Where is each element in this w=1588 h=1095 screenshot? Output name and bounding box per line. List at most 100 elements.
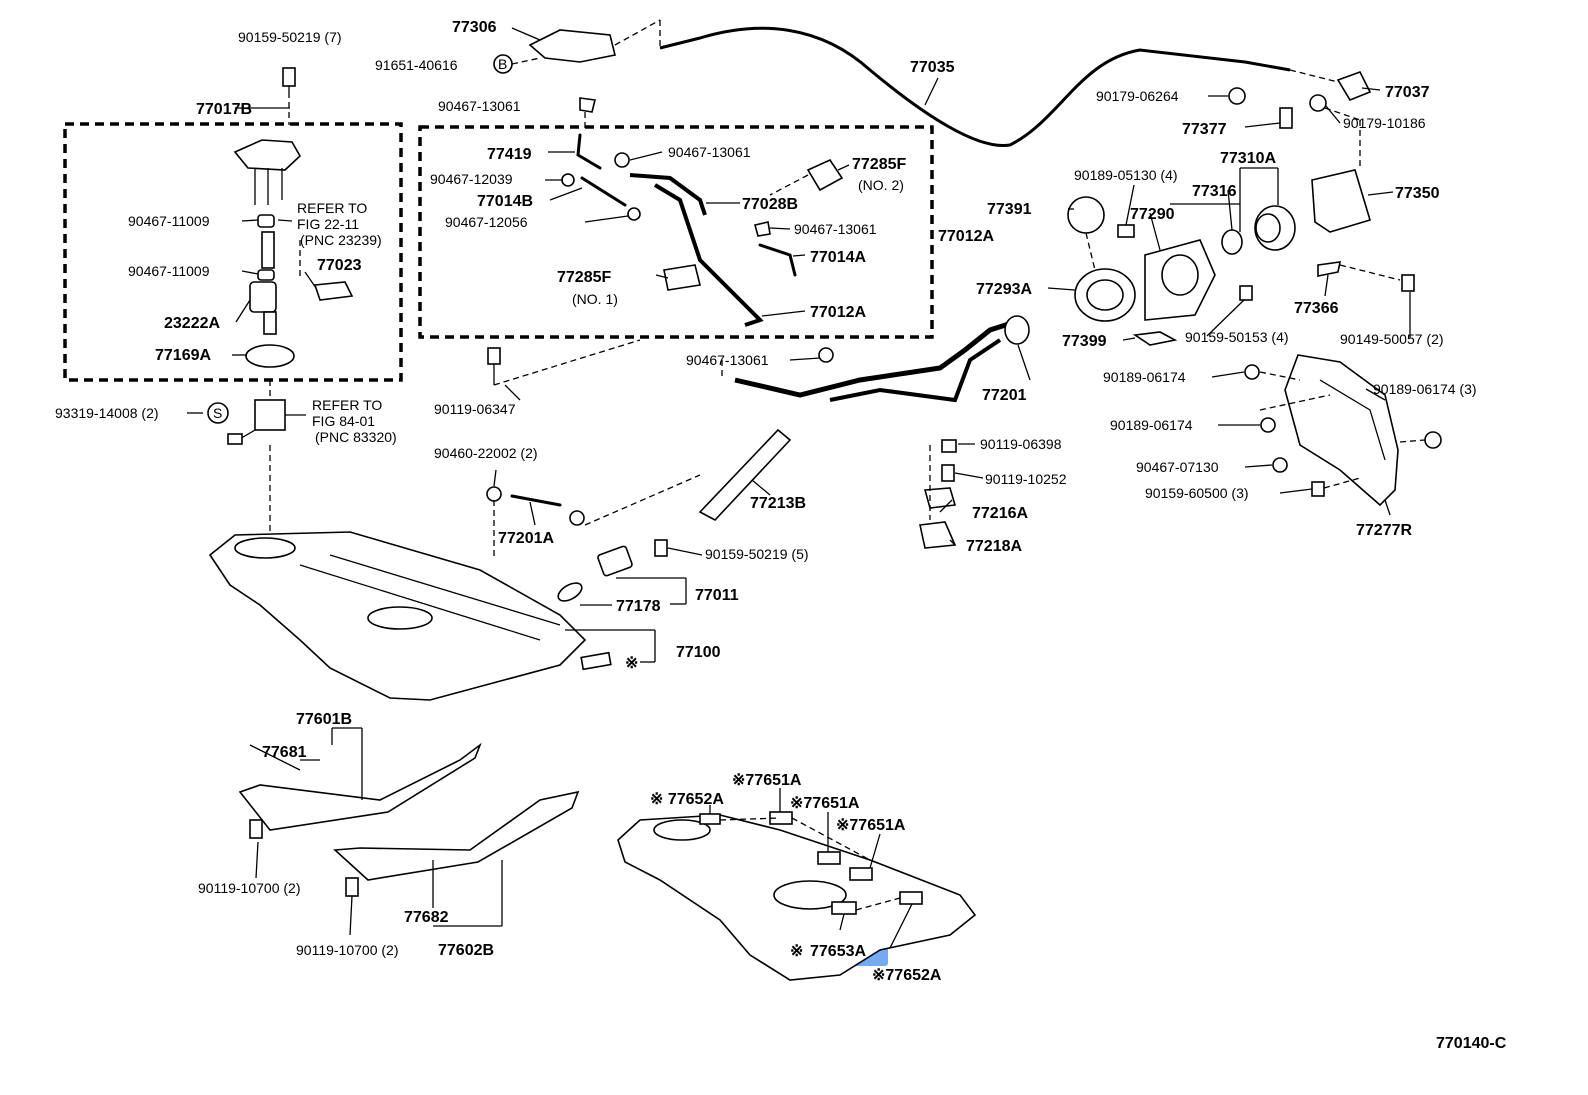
label-77285F-no2: 77285F xyxy=(852,156,906,173)
nut-90179-10186[interactable] xyxy=(1309,94,1327,112)
clip-90467-13061-top[interactable] xyxy=(579,97,596,113)
label-77316: 77316 xyxy=(1192,183,1237,200)
clip-90467-12056[interactable] xyxy=(627,207,641,221)
bracket-77218A[interactable] xyxy=(919,521,957,549)
bracket-77285F-no2[interactable] xyxy=(806,158,844,192)
protector-pad-77100[interactable] xyxy=(580,651,612,671)
label-77100-mark: ※ xyxy=(625,655,638,672)
label-90159-60500: 90159-60500 (3) xyxy=(1145,485,1249,501)
bolt-90119-06347[interactable] xyxy=(487,347,501,385)
label-77653A-mark: ※ xyxy=(790,943,803,960)
tank-band-77602B[interactable] xyxy=(333,790,580,881)
label-90467-13061-b: 90467-13061 xyxy=(668,144,751,160)
bolt-90119-10700-a[interactable] xyxy=(249,819,263,839)
opener-lock-77037[interactable] xyxy=(1336,71,1372,101)
label-90119-10700-a: 90119-10700 (2) xyxy=(198,880,300,896)
hinge-77366[interactable] xyxy=(1317,261,1342,277)
leader-lines xyxy=(187,27,1411,949)
bolt-90119-10252[interactable] xyxy=(941,464,955,482)
label-77028B: 77028B xyxy=(742,196,798,213)
label-77653A[interactable]: 77653A xyxy=(810,943,866,960)
label-90189-06174-3: 90189-06174 (3) xyxy=(1373,381,1477,397)
label-77391: 77391 xyxy=(987,201,1032,218)
hose-77014A[interactable] xyxy=(758,243,797,277)
label-90179-06264: 90179-06264 xyxy=(1096,88,1179,104)
label-23222A: 23222A xyxy=(164,315,220,332)
bolt-90119-10700-b[interactable] xyxy=(345,877,359,897)
gasket-77391[interactable] xyxy=(1067,196,1105,234)
grommet-90179-06264[interactable] xyxy=(1228,87,1246,105)
pad-77651A-c[interactable] xyxy=(849,867,873,881)
label-no2: (NO. 2) xyxy=(858,177,904,193)
clip-90467-07130[interactable] xyxy=(1272,457,1288,473)
hose-77201A[interactable] xyxy=(510,494,562,507)
label-77037: 77037 xyxy=(1385,84,1430,101)
label-90189-06174-a: 90189-06174 xyxy=(1103,369,1186,385)
clip-90467-13061-right[interactable] xyxy=(754,221,771,237)
clip-77399[interactable] xyxy=(1132,331,1178,346)
label-91651-40616: 91651-40616 xyxy=(375,57,458,73)
bracket-77216A[interactable] xyxy=(923,487,957,509)
clip-90467-13061-mid[interactable] xyxy=(614,152,630,168)
bolt-90159-50219-5[interactable] xyxy=(654,539,668,557)
clip-90189-06174-3[interactable] xyxy=(1424,431,1442,449)
bracket-77285F-no1[interactable] xyxy=(663,264,701,291)
label-90119-10252: 90119-10252 xyxy=(985,471,1067,487)
label-77023: 77023 xyxy=(317,257,362,274)
label-77012A-b: 77012A xyxy=(810,304,866,321)
fuel-lid-77350[interactable] xyxy=(1311,169,1371,233)
label-90159-50219-5: 90159-50219 (5) xyxy=(705,546,809,562)
screw-90189-05130[interactable] xyxy=(1117,224,1135,238)
label-90467-13061-a: 90467-13061 xyxy=(438,98,521,114)
fuel-cap-77310A[interactable] xyxy=(1254,205,1296,251)
fuel-pump-assembly[interactable] xyxy=(233,139,302,368)
filler-opening-77293A[interactable] xyxy=(1074,268,1136,322)
pad-77651A-b[interactable] xyxy=(817,851,841,865)
liner-77277R[interactable] xyxy=(1284,354,1399,507)
screw-90159-60500[interactable] xyxy=(1311,481,1325,497)
hose-77419[interactable] xyxy=(576,133,602,170)
screw-90149-50057[interactable] xyxy=(1401,274,1415,292)
filler-hose-77213B[interactable] xyxy=(698,428,792,521)
label-s-circle: S xyxy=(213,405,222,421)
cap-gasket-77316[interactable] xyxy=(1221,229,1243,255)
hose-77014B[interactable] xyxy=(580,176,627,207)
fuel-sender-gauge[interactable] xyxy=(227,399,286,445)
label-refer-to-2: REFER TO xyxy=(312,397,382,413)
label-93319-14008: 93319-14008 (2) xyxy=(55,405,159,421)
label-77017B: 77017B xyxy=(196,101,252,118)
bolt-90119-06398[interactable] xyxy=(941,439,957,453)
clip-77377[interactable] xyxy=(1279,107,1293,129)
check-valve-77011[interactable] xyxy=(597,545,633,577)
pipe-77012A[interactable] xyxy=(653,183,764,327)
tank-band-77601B[interactable] xyxy=(238,742,482,831)
label-77652A-a: ※ 77652A xyxy=(650,791,724,808)
clip-90467-12039[interactable] xyxy=(561,173,575,187)
label-77681: 77681 xyxy=(262,744,307,761)
pad-77652A-b[interactable] xyxy=(899,891,923,905)
pad-77653A[interactable] xyxy=(831,901,857,915)
vent-hose-group-box xyxy=(418,125,934,339)
label-90467-07130: 90467-07130 xyxy=(1136,459,1219,475)
clip-90467-13061-lower[interactable] xyxy=(818,347,834,363)
clip-90460-22002[interactable] xyxy=(486,486,502,502)
tank-underside[interactable] xyxy=(617,814,977,981)
label-pnc-23239: (PNC 23239) xyxy=(300,232,382,248)
label-90467-11009-a: 90467-11009 xyxy=(128,213,210,229)
label-77651A-a: ※77651A xyxy=(732,772,802,789)
bolt-90159-50219-top[interactable] xyxy=(282,67,296,92)
pad-77652A-a[interactable] xyxy=(699,813,721,825)
opener-cable-77035[interactable] xyxy=(659,26,1291,148)
filler-pipe-77201[interactable] xyxy=(734,319,1016,398)
gasket-77178[interactable] xyxy=(555,579,585,604)
label-90119-06347: 90119-06347 xyxy=(434,401,516,417)
fuel-tank-77100[interactable] xyxy=(208,531,587,701)
opener-lever-77306[interactable] xyxy=(528,29,616,63)
screw-90159-50153[interactable] xyxy=(1239,285,1253,301)
filler-base-77290[interactable] xyxy=(1144,239,1216,321)
label-77213B: 77213B xyxy=(750,495,806,512)
pipe-77028B[interactable] xyxy=(629,173,707,216)
clip-90189-06174-b[interactable] xyxy=(1260,417,1276,433)
clip-90189-06174-a[interactable] xyxy=(1244,364,1260,380)
fuel-pump-bracket-77023[interactable] xyxy=(313,281,354,301)
